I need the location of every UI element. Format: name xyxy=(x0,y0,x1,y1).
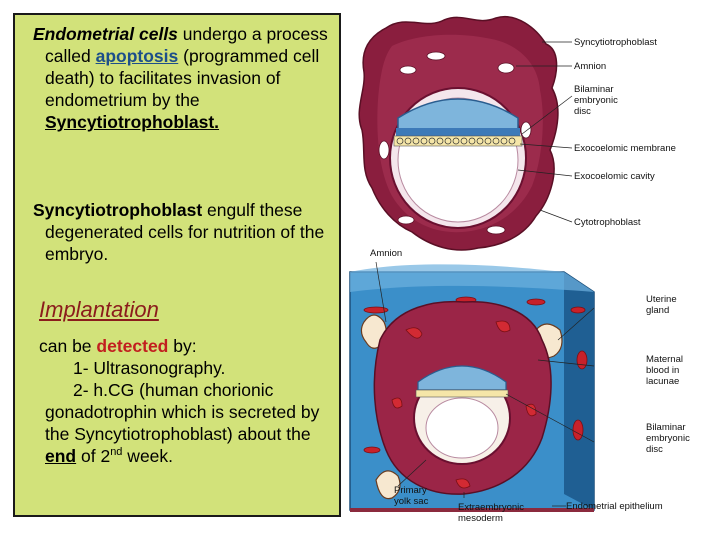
bottom-labels: Amnion Uterine gland Maternal blood in l… xyxy=(370,248,690,524)
label-exocoelomic-membrane: Exocoelomic membrane xyxy=(574,143,676,154)
label-bilaminar-bottom-3: disc xyxy=(646,444,663,455)
label-bilaminar-bottom-1: Bilaminar xyxy=(646,422,686,433)
label-bilaminar-top-3: disc xyxy=(574,106,591,117)
detection-text-a: can be xyxy=(39,336,97,356)
label-bilaminar-top-1: Bilaminar xyxy=(574,84,614,95)
text-panel: Endometrial cells undergo a process call… xyxy=(13,13,341,517)
label-maternal-blood-2: blood in xyxy=(646,365,679,376)
implantation-heading-line: Implantation xyxy=(39,299,339,322)
label-amnion-left: Amnion xyxy=(370,248,402,259)
detection-intro: can be detected by: xyxy=(39,335,339,357)
amnion-bottom-shape xyxy=(417,365,507,391)
paragraph1-text-b: (programmed cell death) to facilitates i… xyxy=(45,46,320,110)
bottom-label-lines xyxy=(375,261,595,507)
detection-text-b: by: xyxy=(168,336,197,356)
label-extraembryonic-1: Extraembryonic xyxy=(458,502,524,513)
paragraph-engulf: Syncytiotrophoblast engulf these degener… xyxy=(33,199,351,265)
endometrial-cells-term: Endometrial cells xyxy=(33,24,178,44)
label-cytotrophoblast: Cytotrophoblast xyxy=(574,217,641,228)
end-term: end xyxy=(45,446,77,466)
syncytiotrophoblast-term: Syncytiotrophoblast. xyxy=(45,112,220,132)
implantation-figure: Syncytiotrophoblast Amnion Bilaminar emb… xyxy=(346,10,716,530)
uterine-block xyxy=(349,264,595,512)
detection-item-1: 1- Ultrasonography. xyxy=(73,358,226,378)
apoptosis-term: apoptosis xyxy=(95,46,179,66)
label-exocoelomic-cavity: Exocoelomic cavity xyxy=(574,171,655,182)
label-bilaminar-bottom-2: embryonic xyxy=(646,433,690,444)
nd-superscript: nd xyxy=(110,446,123,459)
label-primary-yolk-sac-2: yolk sac xyxy=(394,496,429,507)
bilaminar-disc-top xyxy=(393,135,523,147)
implantation-diagram: Syncytiotrophoblast Amnion Bilaminar emb… xyxy=(349,16,690,524)
amnion-top-shape xyxy=(397,98,519,131)
detection-item-2: 2- h.CG (human chorionic gonadotrophin w… xyxy=(39,379,339,467)
item2-text-c: week. xyxy=(122,446,174,466)
paragraph1-text-a: undergo a process called xyxy=(45,24,328,66)
implantation-heading: Implantation xyxy=(39,297,159,322)
label-endometrial-epithelium: Endometrial epithelium xyxy=(566,501,663,512)
label-bilaminar-top-2: embryonic xyxy=(574,95,618,106)
label-uterine-gland-1: Uterine xyxy=(646,294,677,305)
label-primary-yolk-sac-1: Primary xyxy=(394,485,427,496)
top-labels: Syncytiotrophoblast Amnion Bilaminar emb… xyxy=(574,37,676,228)
detected-term: detected xyxy=(96,336,169,356)
item2-text-b: of 2 xyxy=(76,446,111,466)
paragraph-detection: can be detected by: 1- Ultrasonography. … xyxy=(39,335,339,467)
paragraph2-text: engulf these degenerated cells for nutri… xyxy=(45,200,325,264)
label-maternal-blood-3: lacunae xyxy=(646,376,679,387)
label-amnion-top: Amnion xyxy=(574,61,606,72)
bilaminar-disc-bottom xyxy=(415,389,509,398)
paragraph-apoptosis: Endometrial cells undergo a process call… xyxy=(33,23,351,133)
label-maternal-blood-1: Maternal xyxy=(646,354,683,365)
blastocyst-top xyxy=(358,16,559,251)
top-label-lines xyxy=(516,41,573,223)
label-extraembryonic-2: mesoderm xyxy=(458,513,503,524)
item2-text-a: 2- h.CG (human chorionic gonadotrophin w… xyxy=(45,380,320,444)
label-uterine-gland-2: gland xyxy=(646,305,669,316)
label-syncytiotrophoblast: Syncytiotrophoblast xyxy=(574,37,657,48)
syncytiotrophoblast-subject: Syncytiotrophoblast xyxy=(33,200,203,220)
